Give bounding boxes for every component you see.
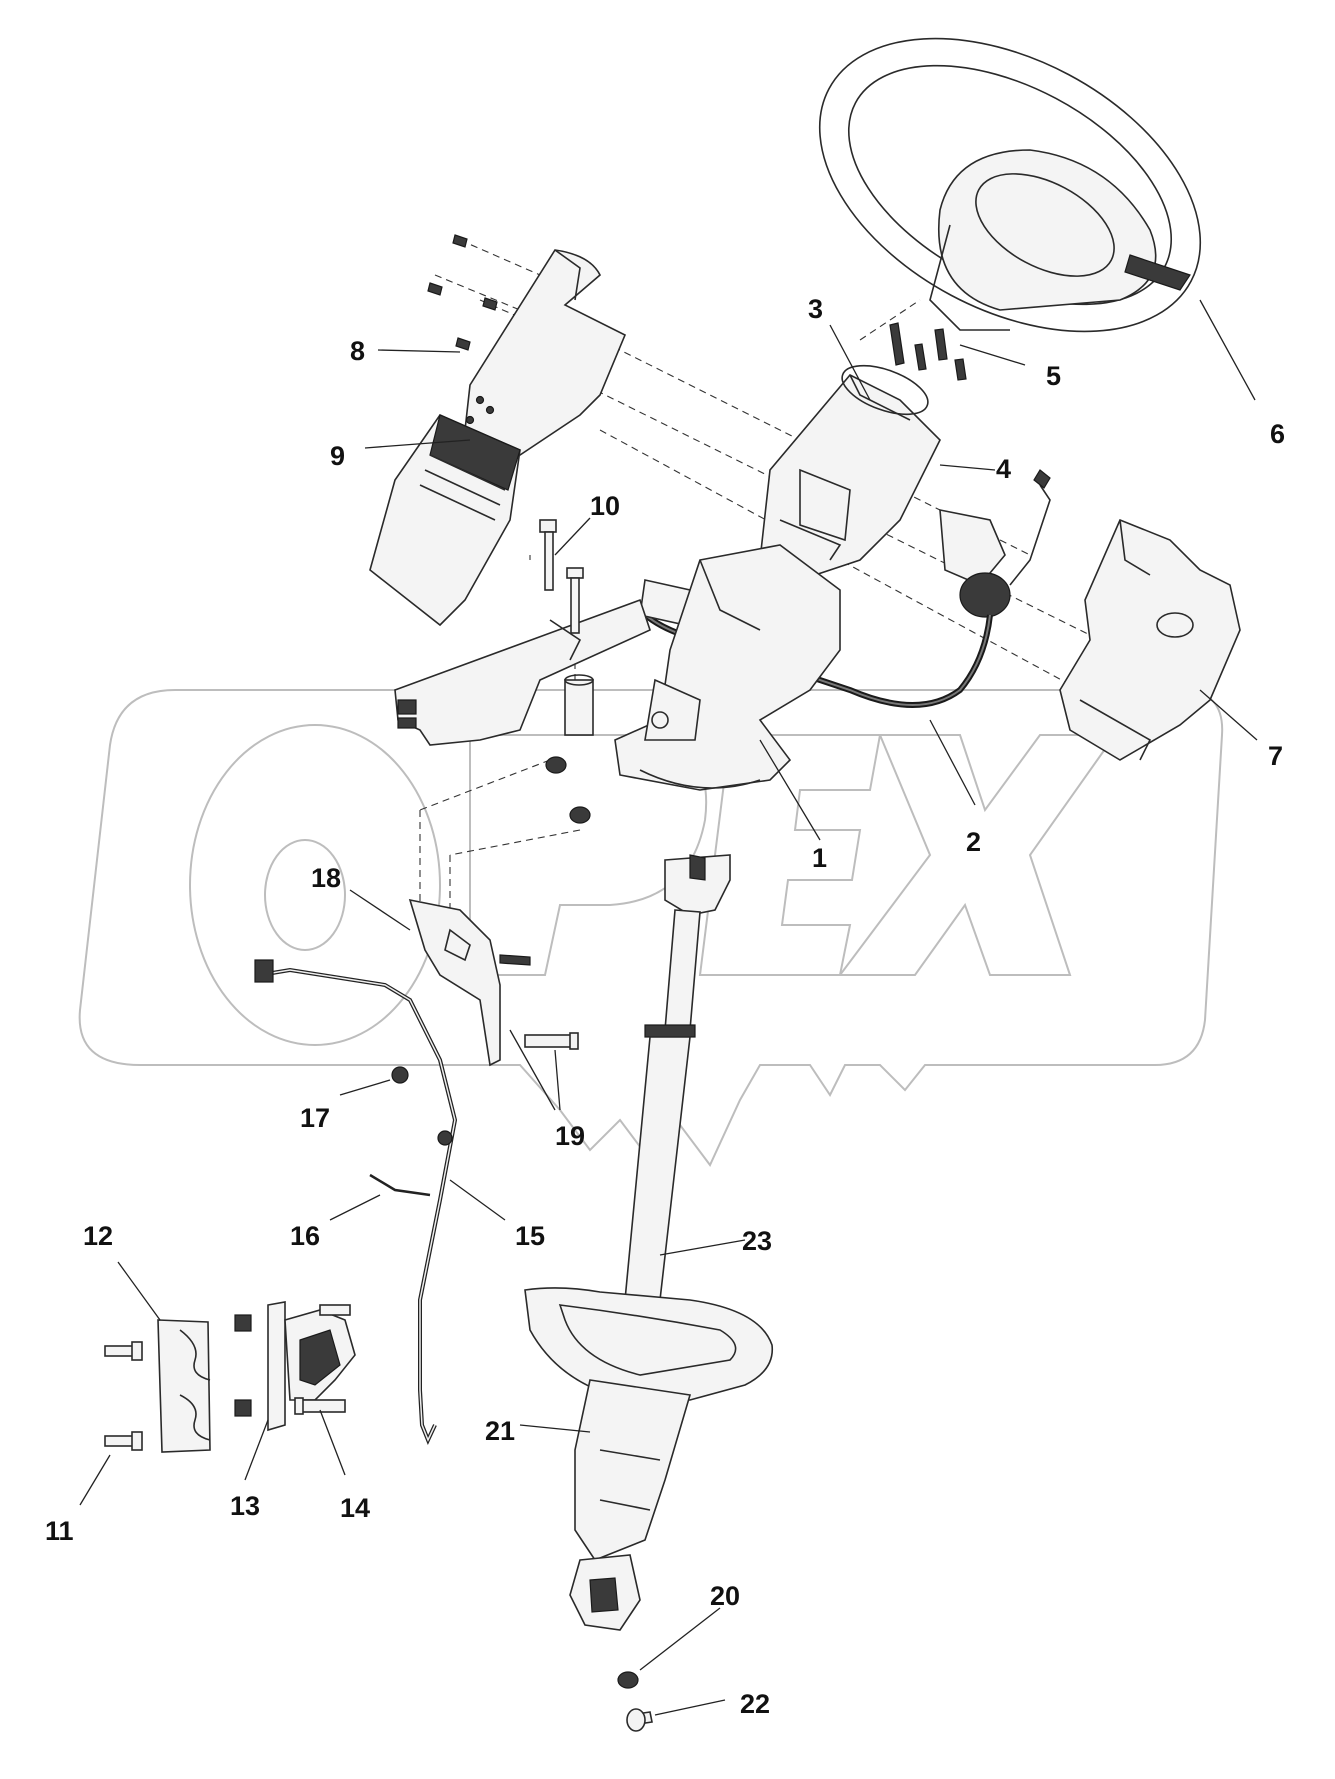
callout-6: 6 bbox=[1270, 419, 1285, 449]
callout-20: 20 bbox=[710, 1581, 740, 1611]
callout-labels: 1 2 3 4 5 6 7 8 9 10 11 12 13 14 15 16 1… bbox=[45, 294, 1285, 1719]
callout-8: 8 bbox=[350, 336, 365, 366]
mount-bracket bbox=[394, 598, 651, 746]
leader-lines bbox=[79, 299, 1258, 1716]
small-bracket bbox=[408, 898, 579, 1067]
column-boot bbox=[524, 1287, 774, 1561]
callout-17: 17 bbox=[300, 1103, 330, 1133]
callout-7: 7 bbox=[1268, 741, 1283, 771]
callout-4: 4 bbox=[996, 454, 1011, 484]
bolt-10 bbox=[539, 519, 584, 634]
callout-15: 15 bbox=[515, 1221, 545, 1251]
callout-9: 9 bbox=[330, 441, 345, 471]
callout-18: 18 bbox=[311, 863, 341, 893]
callout-5: 5 bbox=[1046, 361, 1061, 391]
spacer-sleeve bbox=[564, 674, 594, 736]
callout-13: 13 bbox=[230, 1491, 260, 1521]
callout-14: 14 bbox=[340, 1493, 370, 1523]
pedal-bracket-assembly bbox=[104, 1301, 356, 1453]
lower-shroud bbox=[1059, 518, 1241, 761]
callout-22: 22 bbox=[740, 1689, 770, 1719]
callout-21: 21 bbox=[485, 1416, 515, 1446]
callout-2: 2 bbox=[966, 827, 981, 857]
callout-1: 1 bbox=[812, 843, 827, 873]
callout-23: 23 bbox=[742, 1226, 772, 1256]
callout-3: 3 bbox=[808, 294, 823, 324]
callout-16: 16 bbox=[290, 1221, 320, 1251]
screws-8 bbox=[427, 234, 498, 351]
steering-column-body bbox=[614, 544, 841, 791]
callout-10: 10 bbox=[590, 491, 620, 521]
nuts bbox=[545, 756, 591, 824]
intermediate-shaft bbox=[624, 854, 731, 1301]
steering-wheel bbox=[818, 37, 1202, 333]
callout-11: 11 bbox=[45, 1516, 74, 1546]
watermark bbox=[78, 689, 1224, 1167]
callout-19: 19 bbox=[555, 1121, 585, 1151]
callout-12: 12 bbox=[83, 1221, 113, 1251]
lower-u-joint bbox=[569, 1554, 653, 1732]
column-upper-housing bbox=[759, 322, 967, 581]
upper-shroud bbox=[369, 249, 627, 627]
linkage-rod bbox=[254, 959, 458, 1446]
